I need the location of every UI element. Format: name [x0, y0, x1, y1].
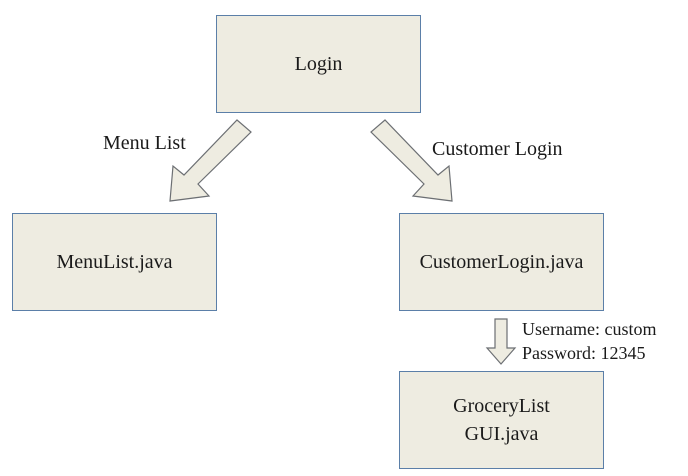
- arrow-to-customer-login: [370, 119, 453, 202]
- grocery-list-box: GroceryList GUI.java: [399, 371, 604, 469]
- edge-label-customer-login: Customer Login: [432, 138, 563, 160]
- credentials-password: Password: 12345: [522, 343, 646, 363]
- login-label: Login: [294, 53, 343, 75]
- grocery-list-label-line1: GroceryList: [453, 395, 550, 417]
- edge-label-menu-list: Menu List: [103, 132, 186, 154]
- arrow-to-menu-list: [169, 119, 252, 202]
- credentials-username: Username: custom: [522, 319, 657, 339]
- grocery-list-label: GroceryList GUI.java: [453, 392, 550, 448]
- menu-list-box: MenuList.java: [12, 213, 217, 311]
- customer-login-label: CustomerLogin.java: [419, 251, 584, 273]
- menu-list-label: MenuList.java: [56, 251, 173, 273]
- grocery-list-label-line2: GUI.java: [464, 423, 539, 445]
- customer-login-box: CustomerLogin.java: [399, 213, 604, 311]
- arrow-to-grocery-list: [485, 318, 517, 365]
- login-box: Login: [216, 15, 421, 113]
